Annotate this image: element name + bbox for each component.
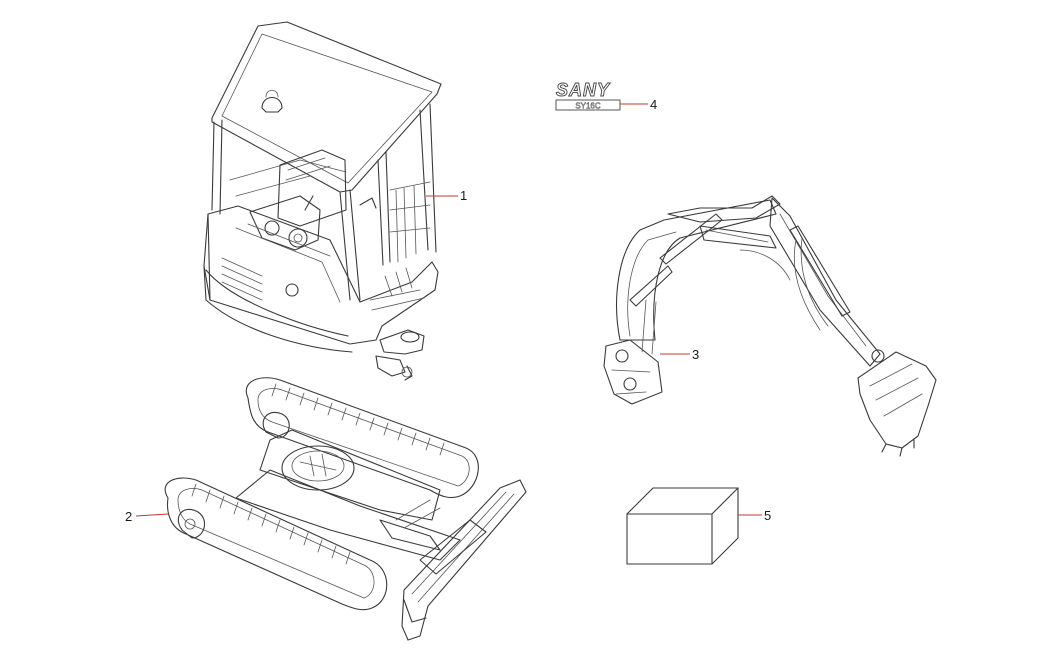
callout-2: 2 — [125, 509, 132, 524]
model-plate-text: SY16C — [575, 102, 601, 111]
callout-3: 3 — [692, 347, 699, 362]
callout-5: 5 — [764, 508, 771, 523]
callout-1: 1 — [460, 188, 467, 203]
work-equipment-boom — [603, 195, 937, 457]
sany-logo-text: SANY — [556, 80, 611, 100]
parts-box — [626, 487, 739, 565]
sany-decal: SANY SY16C — [555, 80, 621, 111]
model-plate — [555, 99, 621, 111]
upper-structure-canopy — [203, 21, 442, 381]
undercarriage-tracks — [164, 377, 527, 641]
leader-line-2 — [135, 513, 169, 517]
callout-4: 4 — [650, 97, 657, 112]
